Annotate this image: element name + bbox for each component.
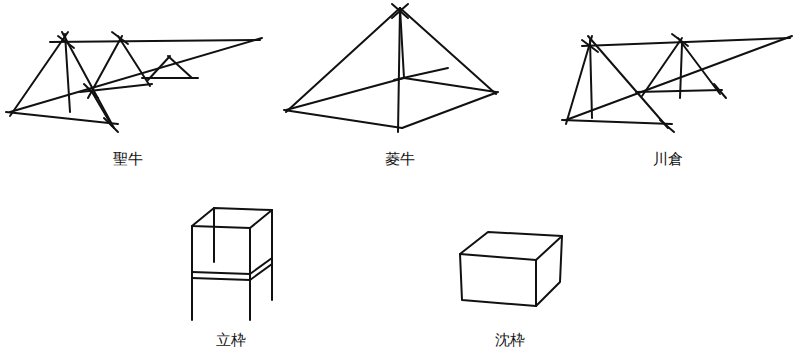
seigyu-sketch [6,32,262,132]
figure-label: 菱牛 [385,150,415,168]
figure-label: 立枠 [216,331,246,349]
tatewaku-sketch [192,208,272,320]
kawakura-sketch [562,34,792,132]
figure-label: 聖牛 [113,150,143,168]
hishigyu-sketch [284,4,498,132]
shizumiwaku-sketch [460,232,562,306]
figure-label: 沈枠 [495,331,525,349]
figure-label: 川倉 [653,150,683,168]
